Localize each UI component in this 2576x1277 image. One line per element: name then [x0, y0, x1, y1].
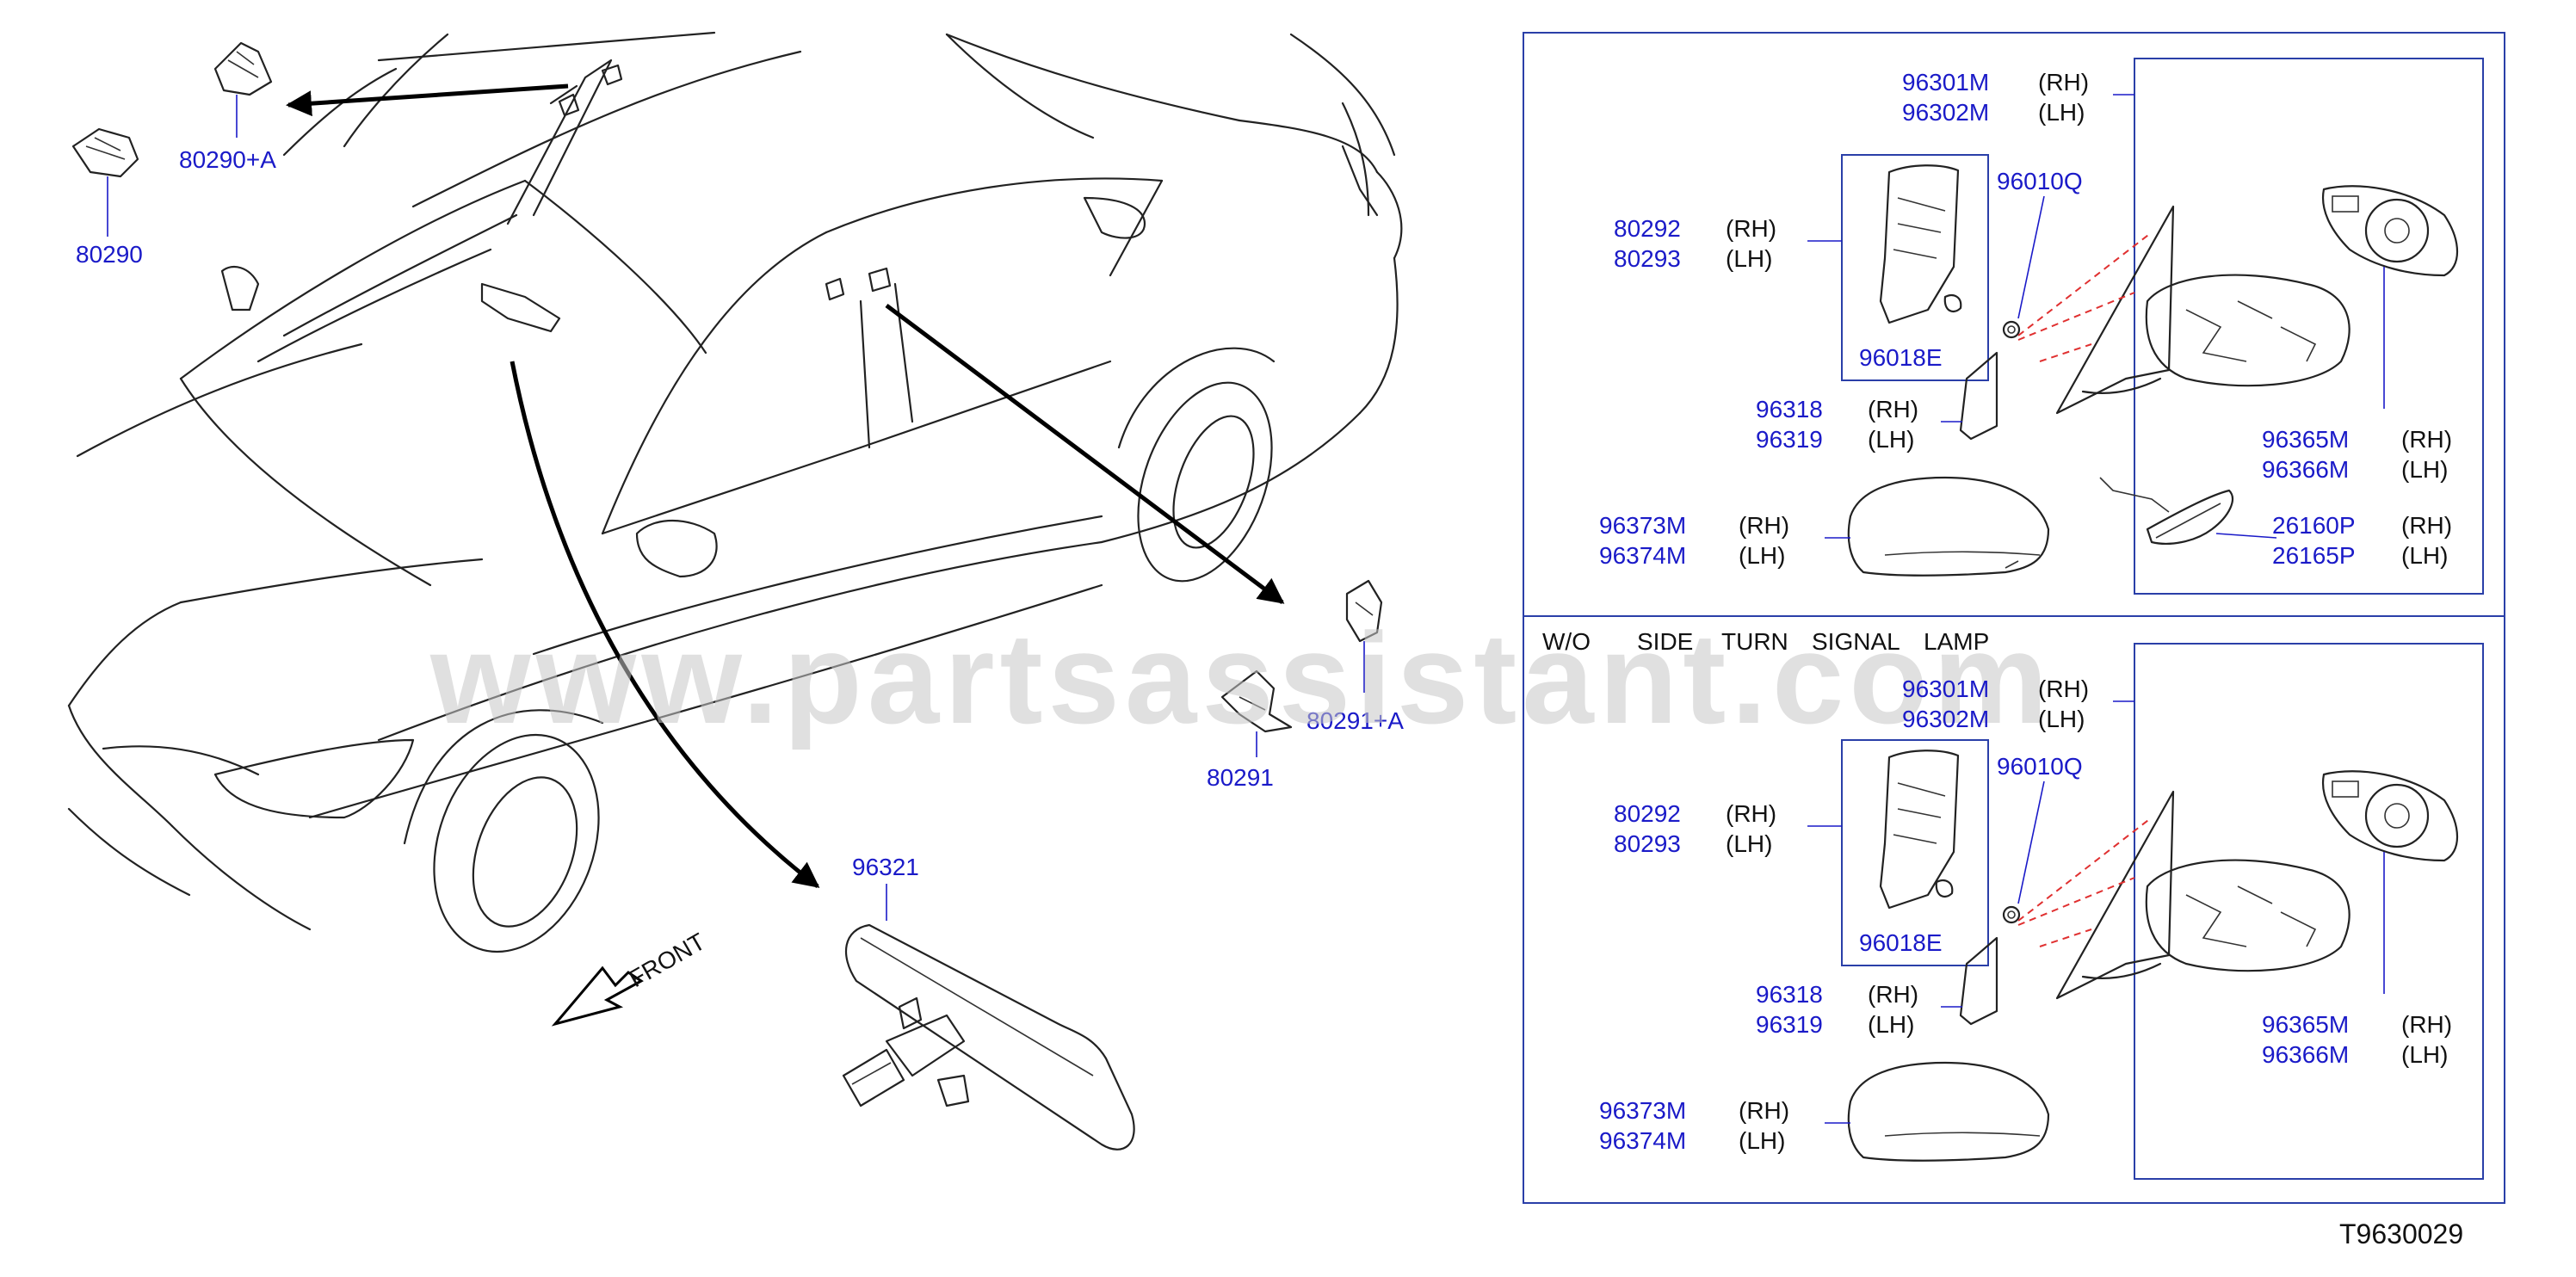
side-label-lh: (LH)	[2401, 456, 2448, 483]
mirror-cover-sketch-top	[1879, 164, 1962, 324]
part-label-96373m-bottom: 96373M	[1599, 1097, 1686, 1124]
part-label-26165p: 26165P	[2272, 542, 2356, 569]
side-label-lh: (LH)	[2038, 706, 2085, 732]
caption-side: SIDE	[1637, 628, 1693, 655]
mirror-cover-sketch-bottom	[1879, 750, 1960, 910]
part-label-80293-bottom: 80293	[1614, 830, 1681, 857]
mirror-housing-sketch-top	[2055, 205, 2351, 415]
watermark: www.partsassistant.com	[429, 606, 2053, 750]
side-label-lh: (LH)	[1726, 245, 1772, 272]
part-label-96374m-bottom: 96374M	[1599, 1127, 1686, 1154]
part-label-96366m-top: 96366M	[2262, 456, 2349, 483]
side-label-lh: (LH)	[1726, 830, 1772, 857]
part-label-96373m-top: 96373M	[1599, 512, 1686, 539]
part-label-96366m-bottom: 96366M	[2262, 1041, 2349, 1068]
part-label-96319-bottom: 96319	[1756, 1011, 1823, 1038]
side-label-rh: (RH)	[2038, 676, 2089, 702]
callout-arrows	[286, 83, 1285, 888]
panel-bottom: W/O SIDE TURN SIGNAL LAMP 96301M (RH) 96…	[1542, 628, 2484, 1180]
clip-80290a-sketch	[213, 41, 273, 96]
part-label-96318-top: 96318	[1756, 396, 1823, 423]
caption-turn: TURN	[1721, 628, 1788, 655]
side-label-lh: (LH)	[2401, 1041, 2448, 1068]
mirror-glass-sketch-top	[2321, 185, 2459, 277]
side-label-rh: (RH)	[2401, 1011, 2452, 1038]
side-label-rh: (RH)	[1739, 1097, 1789, 1124]
panel-top: 96301M (RH) 96302M (LH) 80292 (RH) 80293…	[1599, 58, 2484, 595]
part-label-80292-bottom: 80292	[1614, 800, 1681, 827]
part-label-96018e-bottom: 96018E	[1859, 929, 1943, 956]
part-label-96318-bottom: 96318	[1756, 981, 1823, 1008]
side-label-lh: (LH)	[2038, 99, 2085, 126]
side-label-rh: (RH)	[1868, 981, 1918, 1008]
caption-lamp: LAMP	[1924, 628, 1989, 655]
front-direction-arrow: FRONT	[551, 928, 710, 1027]
trim-80291-sketch	[1220, 669, 1293, 733]
part-label-80292-top: 80292	[1614, 215, 1681, 242]
part-label-96301m-bottom: 96301M	[1902, 676, 1989, 702]
part-label-96302m-top: 96302M	[1902, 99, 1989, 126]
mirror-glass-sketch-bottom	[2321, 770, 2459, 862]
part-label-96010q-top: 96010Q	[1997, 168, 2083, 194]
side-label-rh: (RH)	[2401, 512, 2452, 539]
corner-trim-sketch-top	[1959, 351, 1998, 441]
drawing-number: T9630029	[2339, 1218, 2463, 1249]
part-label-80290: 80290	[76, 241, 143, 268]
part-label-96302m-bottom: 96302M	[1902, 706, 1989, 732]
side-label-lh: (LH)	[1868, 1011, 1914, 1038]
side-turn-lamp-sketch	[2099, 477, 2234, 545]
mirror-housing-sketch-bottom	[2055, 790, 2351, 1000]
side-label-rh: (RH)	[1726, 215, 1776, 242]
car-illustration	[67, 31, 1403, 953]
front-label: FRONT	[625, 928, 710, 992]
part-label-96010q-bottom: 96010Q	[1997, 753, 2083, 780]
side-label-lh: (LH)	[1739, 542, 1785, 569]
side-label-rh: (RH)	[1868, 396, 1918, 423]
part-label-80291a: 80291+A	[1307, 707, 1404, 734]
part-label-80290a: 80290+A	[179, 146, 276, 173]
part-label-96365m-bottom: 96365M	[2262, 1011, 2349, 1038]
side-label-rh: (RH)	[2038, 69, 2089, 96]
side-label-lh: (LH)	[1868, 426, 1914, 453]
mirror-cap-sketch-bottom	[1847, 1061, 2050, 1162]
mirror-cap-sketch-top	[1847, 476, 2050, 577]
mirror-panel-frame	[1523, 32, 2505, 1204]
trim-80291a-sketch	[1345, 579, 1383, 643]
part-label-96018e-top: 96018E	[1859, 344, 1943, 371]
side-label-rh: (RH)	[1726, 800, 1776, 827]
part-label-96321: 96321	[852, 854, 919, 880]
part-label-96365m-top: 96365M	[2262, 426, 2349, 453]
part-label-80293-top: 80293	[1614, 245, 1681, 272]
part-label-96374m-top: 96374M	[1599, 542, 1686, 569]
caption-wo: W/O	[1542, 628, 1591, 655]
side-label-rh: (RH)	[1739, 512, 1789, 539]
corner-trim-sketch-bottom	[1959, 936, 1998, 1026]
clip-80290-sketch	[71, 127, 139, 178]
side-label-lh: (LH)	[2401, 542, 2448, 569]
part-label-80291: 80291	[1207, 764, 1274, 791]
part-label-96301m-top: 96301M	[1902, 69, 1989, 96]
side-label-lh: (LH)	[1739, 1127, 1785, 1154]
part-label-26160p: 26160P	[2272, 512, 2356, 539]
caption-signal: SIGNAL	[1812, 628, 1900, 655]
part-label-96319-top: 96319	[1756, 426, 1823, 453]
side-label-rh: (RH)	[2401, 426, 2452, 453]
inner-mirror-sketch	[842, 923, 1135, 1151]
